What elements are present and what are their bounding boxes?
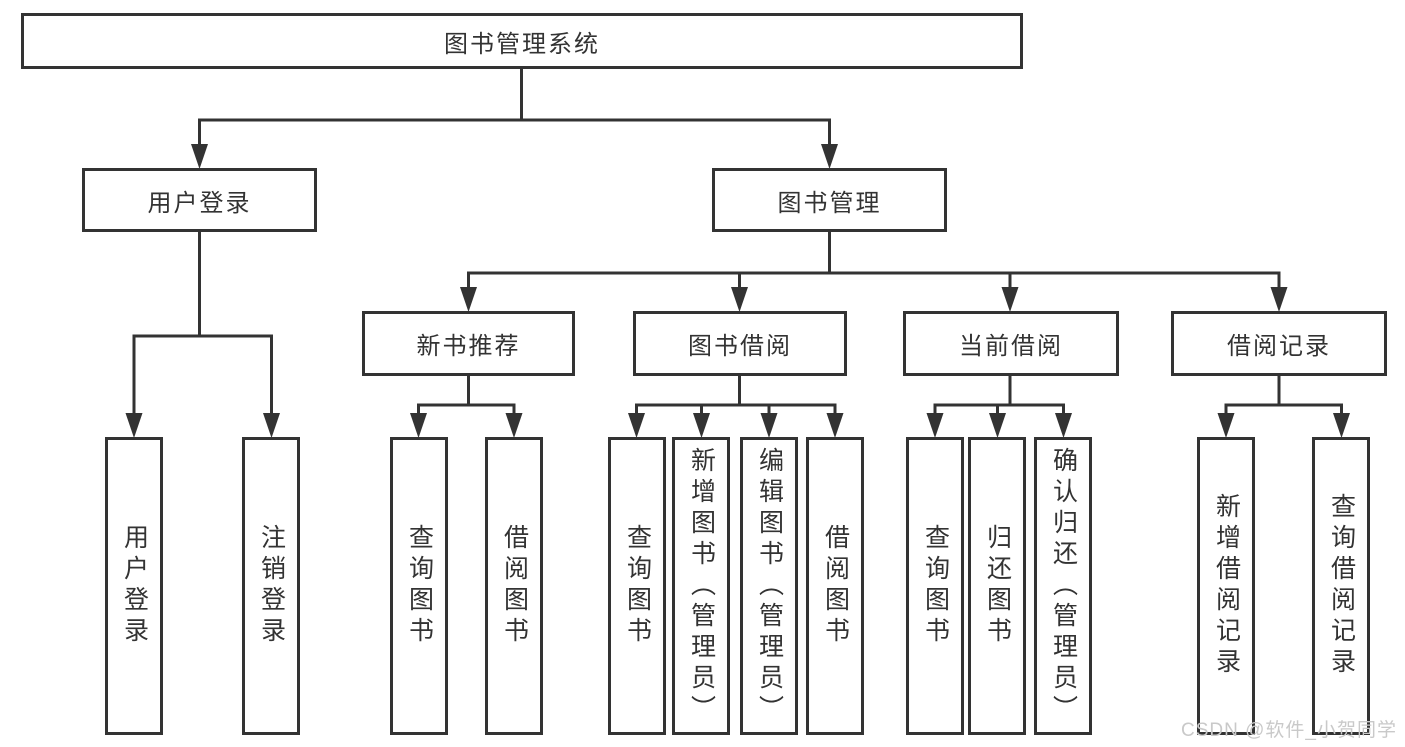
leaf-query-borrow-record: 查询借阅记录 xyxy=(1312,437,1370,735)
leaf-borrowing-query-books: 查询图书 xyxy=(608,437,666,735)
leaf-recommend-query-books-label: 查询图书 xyxy=(405,524,434,648)
node-book-borrowing-label: 图书借阅 xyxy=(688,333,792,360)
leaf-current-query-books: 查询图书 xyxy=(906,437,964,735)
leaf-add-books-admin: 新增图书（管理员） xyxy=(672,437,730,735)
leaf-borrowing-query-books-label: 查询图书 xyxy=(623,524,652,648)
node-book-borrowing: 图书借阅 xyxy=(633,311,847,376)
node-new-book-recommend: 新书推荐 xyxy=(362,311,575,376)
node-borrowing-records-label: 借阅记录 xyxy=(1227,333,1331,360)
leaf-recommend-borrow-books: 借阅图书 xyxy=(485,437,543,735)
leaf-borrowing-borrow-books-label: 借阅图书 xyxy=(821,524,850,648)
node-current-borrowing-label: 当前借阅 xyxy=(959,333,1063,360)
leaf-edit-books-admin: 编辑图书（管理员） xyxy=(740,437,798,735)
leaf-confirm-return-admin-label: 确认归还（管理员） xyxy=(1049,446,1078,726)
node-user-login-label: 用户登录 xyxy=(147,189,252,217)
leaf-add-borrow-record: 新增借阅记录 xyxy=(1197,437,1255,735)
node-new-book-recommend-label: 新书推荐 xyxy=(416,333,521,360)
node-current-borrowing: 当前借阅 xyxy=(903,311,1119,376)
leaf-add-books-admin-label: 新增图书（管理员） xyxy=(687,446,716,726)
node-root-label: 图书管理系统 xyxy=(444,30,600,58)
leaf-query-borrow-record-label: 查询借阅记录 xyxy=(1327,493,1356,679)
leaf-user-login: 用户登录 xyxy=(105,437,163,735)
leaf-borrowing-borrow-books: 借阅图书 xyxy=(806,437,864,735)
leaf-edit-books-admin-label: 编辑图书（管理员） xyxy=(755,446,784,726)
node-book-management-label: 图书管理 xyxy=(777,189,882,217)
leaf-recommend-borrow-books-label: 借阅图书 xyxy=(500,524,529,648)
leaf-logout-label: 注销登录 xyxy=(257,524,286,648)
node-borrowing-records: 借阅记录 xyxy=(1171,311,1387,376)
leaf-confirm-return-admin: 确认归还（管理员） xyxy=(1034,437,1092,735)
leaf-recommend-query-books: 查询图书 xyxy=(390,437,448,735)
leaf-add-borrow-record-label: 新增借阅记录 xyxy=(1212,493,1241,679)
node-book-management: 图书管理 xyxy=(712,168,947,232)
leaf-return-books-label: 归还图书 xyxy=(983,524,1012,648)
leaf-logout: 注销登录 xyxy=(242,437,300,735)
leaf-user-login-label: 用户登录 xyxy=(120,524,149,648)
node-user-login: 用户登录 xyxy=(82,168,317,232)
leaf-current-query-books-label: 查询图书 xyxy=(921,524,950,648)
node-root: 图书管理系统 xyxy=(21,13,1023,69)
leaf-return-books: 归还图书 xyxy=(968,437,1026,735)
csdn-watermark: CSDN @软件_小贺同学 xyxy=(1181,720,1397,741)
